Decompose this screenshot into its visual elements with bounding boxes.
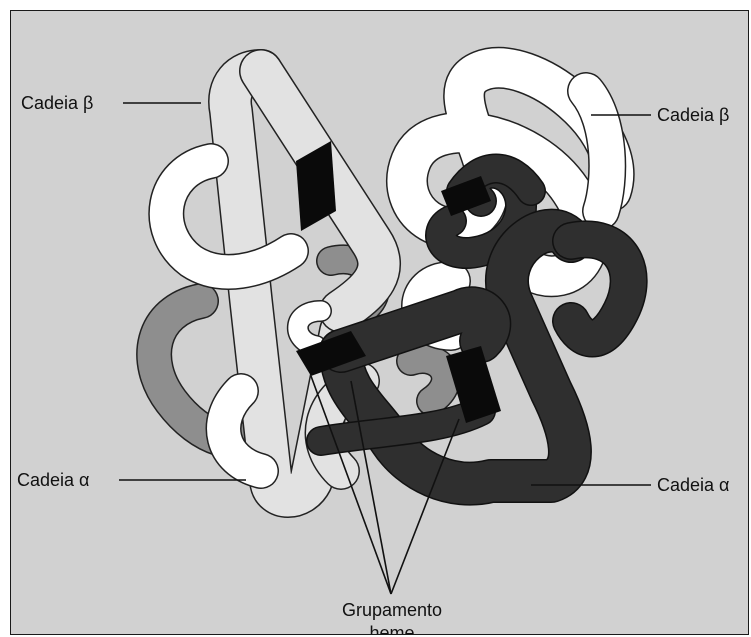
label-beta-chain-right: Cadeia β [657,106,729,124]
label-beta-chain-left: Cadeia β [21,94,93,112]
label-alpha-chain-right: Cadeia α [657,476,729,494]
label-alpha-chain-left: Cadeia α [17,471,89,489]
hemoglobin-figure: Cadeia β Cadeia β Cadeia α Cadeia α Grup… [10,10,749,635]
hemoglobin-diagram [11,11,749,635]
label-heme-line2: heme [331,622,453,636]
label-heme-group: Grupamento heme [331,599,453,635]
label-heme-line1: Grupamento [331,599,453,622]
